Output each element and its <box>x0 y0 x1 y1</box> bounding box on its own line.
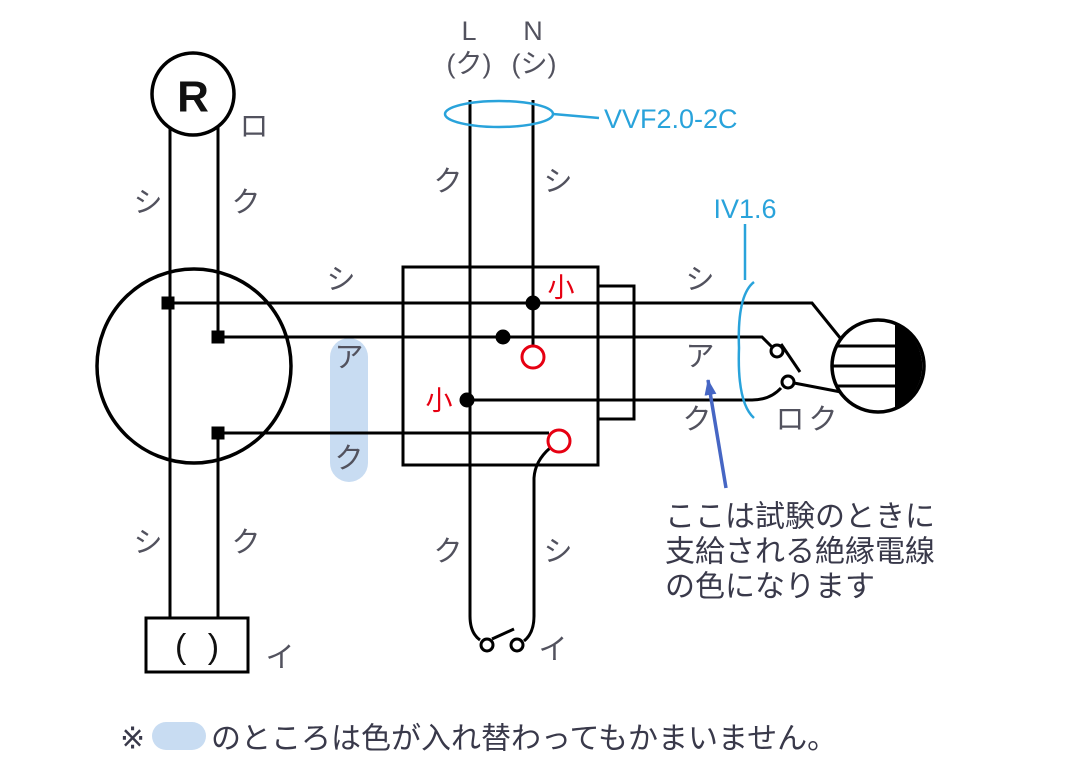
sleeve-connection-square-2 <box>211 330 225 344</box>
note-highlight-swatch <box>152 722 206 750</box>
label-ceiling-circuit: イ <box>265 642 294 674</box>
receptacle-circle <box>150 51 236 137</box>
wire-a-run <box>218 335 774 349</box>
label-lower-mid-n: シ <box>543 536 572 568</box>
switch-ro-lever <box>779 343 802 373</box>
switch-ro-contact-bottom <box>780 374 796 390</box>
label-box-in-bottom: ク <box>334 443 363 475</box>
ceiling-rose-rect <box>144 616 250 674</box>
lamp-base-fill <box>895 324 923 408</box>
annotation-line-2: 支給される絶縁電線 <box>665 536 935 569</box>
wire-source-l <box>468 100 481 642</box>
vvf-label-line <box>552 112 600 120</box>
label-power-l: L <box>461 16 476 46</box>
annotation-arrow <box>704 379 728 489</box>
annotation-line-1: ここは試験のときに <box>665 501 935 534</box>
label-box-in-mid: ア <box>334 342 363 374</box>
label-r-wire-right: ク <box>231 187 260 219</box>
label-right-mid: ア <box>685 341 714 373</box>
wire-neutral-run <box>168 301 843 340</box>
label-box-in-top: シ <box>326 264 355 296</box>
label-switch-i: イ <box>538 634 567 666</box>
connector-ring-2 <box>546 428 572 454</box>
junction-dot-l <box>459 392 475 408</box>
color-swap-highlight <box>330 338 368 482</box>
connector-ring-1 <box>520 344 546 370</box>
outlet-box-circle <box>95 267 293 465</box>
sleeve-connection-square-1 <box>161 296 175 310</box>
switch-i-contact-right <box>509 637 525 653</box>
ceiling-rose-symbol: ( ) <box>175 628 225 666</box>
label-source-n-wire: シ <box>543 166 572 198</box>
sleeve-connection-square-3 <box>211 426 225 440</box>
label-lower-left-white: シ <box>133 527 162 559</box>
joint-box-tab <box>596 284 636 421</box>
switch-i-lever <box>491 627 515 641</box>
annotation-line-3: の色になります <box>665 571 875 604</box>
switch-ro-contact-top <box>769 343 785 359</box>
wire-switch-return <box>523 446 551 643</box>
label-power-n: N <box>523 16 543 46</box>
label-right-top: シ <box>685 264 714 296</box>
junction-dot-n <box>525 295 541 311</box>
label-switch-ro-wire: ク <box>808 404 837 436</box>
note-mark: ※ <box>120 723 145 756</box>
switch-i-contact-left <box>479 637 495 653</box>
label-switch-ro: ロ <box>775 404 804 436</box>
label-r-circuit: ロ <box>239 111 268 143</box>
label-power-l-color: (ク) <box>447 49 492 79</box>
label-right-bottom: ク <box>682 404 711 436</box>
iv-brace <box>737 281 755 419</box>
iv-cable-label: IV1.6 <box>713 194 776 224</box>
junction-dot-a <box>495 329 511 345</box>
label-source-l-wire: ク <box>433 166 462 198</box>
label-sleeve-small-left: 小 <box>426 386 453 416</box>
label-lower-mid-l: ク <box>433 536 462 568</box>
vvf-cable-label: VVF2.0-2C <box>604 104 738 134</box>
label-power-n-color: (シ) <box>512 49 557 79</box>
receptacle-symbol: R <box>177 73 209 122</box>
label-lower-left-black: ク <box>231 527 260 559</box>
wire-switch-feed <box>467 386 783 402</box>
label-sleeve-small-top: 小 <box>548 273 575 303</box>
label-r-wire-left: シ <box>133 187 162 219</box>
note-text: のところは色が入れ替わってもかまいません。 <box>211 723 837 756</box>
wire-switch-to-lamp <box>793 381 842 394</box>
